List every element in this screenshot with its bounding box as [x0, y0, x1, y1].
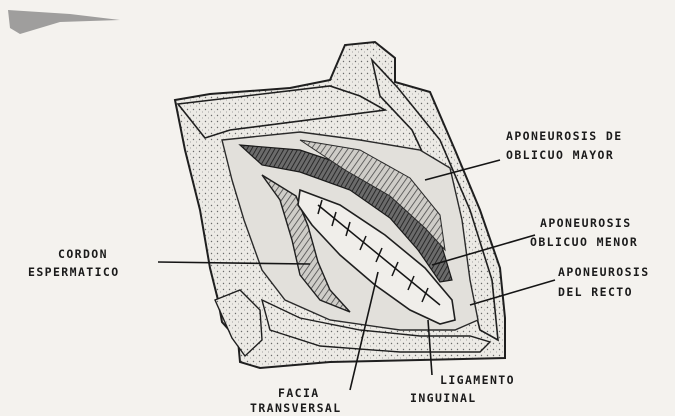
svg-text:APONEUROSIS: APONEUROSIS	[558, 265, 650, 279]
scan-smudge	[8, 10, 120, 34]
label-aponeurosis-oblicuo-mayor: APONEUROSIS DE OBLICUO MAYOR	[506, 129, 623, 162]
label-fascia-transversal: FACIA TRANSVERSAL	[250, 386, 342, 415]
svg-text:CORDON: CORDON	[58, 247, 108, 261]
label-aponeurosis-recto: APONEUROSIS DEL RECTO	[558, 265, 650, 299]
svg-text:OBLICUO MAYOR: OBLICUO MAYOR	[506, 148, 614, 162]
svg-text:TRANSVERSAL: TRANSVERSAL	[250, 401, 342, 415]
label-cordon-espermatico: CORDON ESPERMATICO	[28, 247, 120, 279]
label-ligamento-inguinal: LIGAMENTO INGUINAL	[410, 373, 515, 405]
svg-text:INGUINAL: INGUINAL	[410, 391, 477, 405]
svg-text:APONEUROSIS DE: APONEUROSIS DE	[506, 129, 623, 143]
svg-text:ESPERMATICO: ESPERMATICO	[28, 265, 120, 279]
svg-text:APONEUROSIS: APONEUROSIS	[540, 216, 632, 230]
label-aponeurosis-oblicuo-menor: APONEUROSIS OBLICUO MENOR	[530, 216, 638, 249]
svg-text:DEL RECTO: DEL RECTO	[558, 285, 633, 299]
svg-text:OBLICUO MENOR: OBLICUO MENOR	[530, 235, 638, 249]
svg-text:LIGAMENTO: LIGAMENTO	[440, 373, 515, 387]
svg-text:FACIA: FACIA	[278, 386, 320, 400]
